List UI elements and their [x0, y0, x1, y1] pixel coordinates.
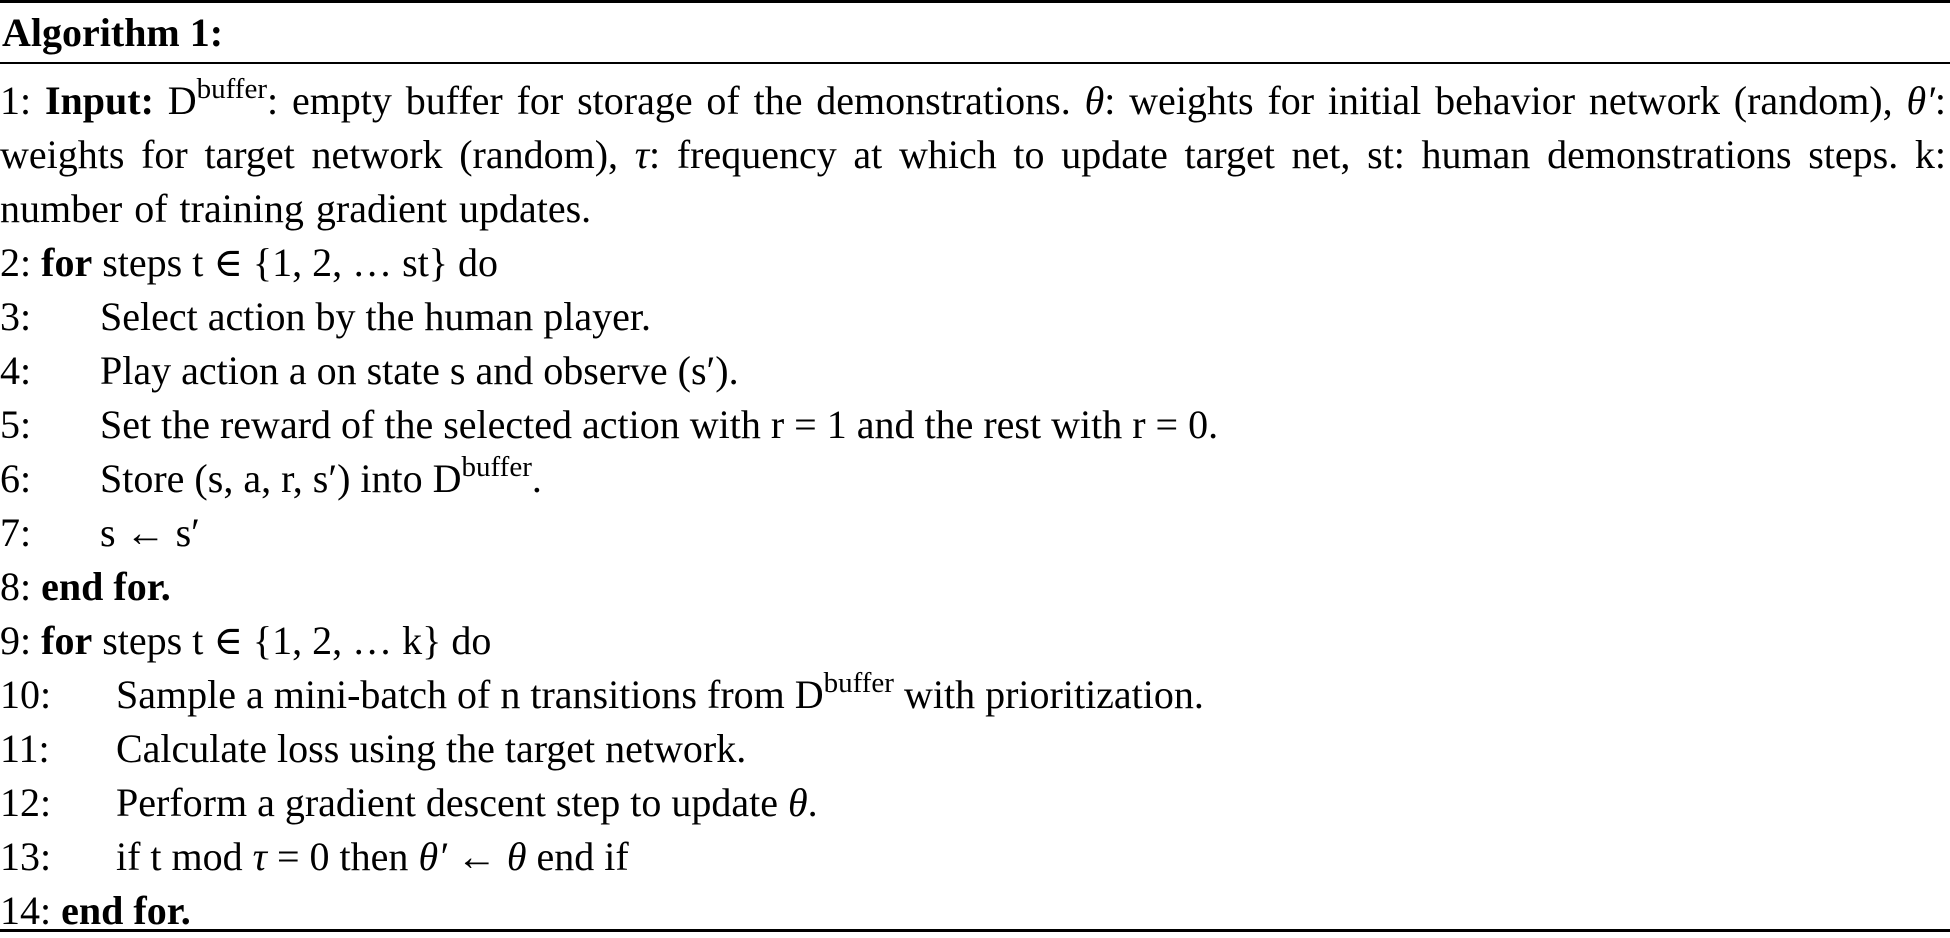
keyword-for: for — [41, 240, 93, 285]
buffer-description: : empty buffer for storage of the demons… — [266, 78, 1085, 123]
line-text: if t mod — [116, 834, 253, 879]
line-tail: . — [807, 780, 818, 825]
theta-symbol: θ — [506, 834, 527, 879]
line-number: 7: — [0, 510, 32, 555]
algorithm-line-13: 13: if t mod τ = 0 then θ′ ← θ end if — [0, 830, 1946, 884]
line-number: 9: — [0, 618, 32, 663]
line-tail: with prioritization. — [893, 672, 1204, 717]
algorithm-line-9: 9: for steps t ∈ {1, 2, … k} do — [0, 614, 1946, 668]
line-number: 1: — [0, 78, 32, 123]
algorithm-line-2: 2: for steps t ∈ {1, 2, … st} do — [0, 236, 1946, 290]
algorithm-line-7: 7: s ← s′ — [0, 506, 1946, 560]
theta-description: : weights for initial behavior network (… — [1104, 78, 1907, 123]
line-text: s ← s′ — [100, 510, 200, 555]
buffer-superscript: buffer — [823, 667, 894, 699]
line-tail: . — [531, 456, 542, 501]
line-text: Calculate loss using the target network. — [116, 726, 747, 771]
algorithm-line-6: 6: Store (s, a, r, s′) into Dbuffer. — [0, 452, 1946, 506]
line-text: Play action a on state s and observe (s′… — [100, 348, 739, 393]
buffer-superscript: buffer — [196, 73, 267, 105]
algorithm-line-14: 14: end for. — [0, 884, 1946, 938]
line-text: = 0 then — [267, 834, 419, 879]
algorithm-line-5: 5: Set the reward of the selected action … — [0, 398, 1946, 452]
line-text: Store (s, a, r, s′) into D — [100, 456, 462, 501]
tau-symbol: τ — [252, 834, 267, 879]
algorithm-line-10: 10: Sample a mini-batch of n transitions … — [0, 668, 1946, 722]
tau-symbol: τ — [634, 132, 650, 177]
algorithm-line-4: 4: Play action a on state s and observe (… — [0, 344, 1946, 398]
algorithm-line-8: 8: end for. — [0, 560, 1946, 614]
theta-symbol: θ — [1084, 78, 1105, 123]
theta-prime-symbol: θ′ — [1906, 78, 1935, 123]
line-number: 13: — [0, 834, 52, 879]
line-number: 6: — [0, 456, 32, 501]
line-text: Perform a gradient descent step to updat… — [116, 780, 788, 825]
line-number: 3: — [0, 294, 32, 339]
algorithm-title: Algorithm 1: — [2, 10, 224, 55]
tau-description: : frequency at which to update target ne… — [0, 132, 1946, 231]
line-number: 4: — [0, 348, 32, 393]
line-number: 10: — [0, 672, 52, 717]
theta-prime-description: : weights for target network (random), — [0, 78, 1946, 177]
line-number: 12: — [0, 780, 52, 825]
buffer-symbol: D — [167, 78, 197, 123]
keyword-input: Input: — [44, 78, 154, 123]
algorithm-body: 1: Input: Dbuffer: empty buffer for stor… — [0, 74, 1946, 938]
line-tail: end if — [526, 834, 629, 879]
theta-symbol: θ — [788, 780, 808, 825]
header-rule — [0, 62, 1950, 64]
keyword-end-for: end for. — [61, 888, 191, 933]
bottom-rule — [0, 929, 1950, 932]
line-text: steps t ∈ {1, 2, … k} do — [92, 618, 492, 663]
line-text: Select action by the human player. — [100, 294, 651, 339]
line-number: 11: — [0, 726, 50, 771]
algorithm-line-12: 12: Perform a gradient descent step to up… — [0, 776, 1946, 830]
line-text: steps t ∈ {1, 2, … st} do — [92, 240, 499, 285]
line-text: Sample a mini-batch of n transitions fro… — [116, 672, 824, 717]
buffer-superscript: buffer — [461, 451, 532, 483]
line-number: 2: — [0, 240, 32, 285]
line-number: 14: — [0, 888, 52, 933]
arrow-symbol: ← — [446, 834, 507, 879]
keyword-for: for — [41, 618, 93, 663]
line-number: 5: — [0, 402, 32, 447]
line-number: 8: — [0, 564, 32, 609]
algorithm-line-1: 1: Input: Dbuffer: empty buffer for stor… — [0, 74, 1946, 236]
theta-prime-symbol: θ′ — [418, 834, 447, 879]
line-text: Set the reward of the selected action wi… — [100, 402, 1219, 447]
top-rule — [0, 0, 1950, 3]
algorithm-line-3: 3: Select action by the human player. — [0, 290, 1946, 344]
algorithm-line-11: 11: Calculate loss using the target netwo… — [0, 722, 1946, 776]
keyword-end-for: end for. — [41, 564, 171, 609]
